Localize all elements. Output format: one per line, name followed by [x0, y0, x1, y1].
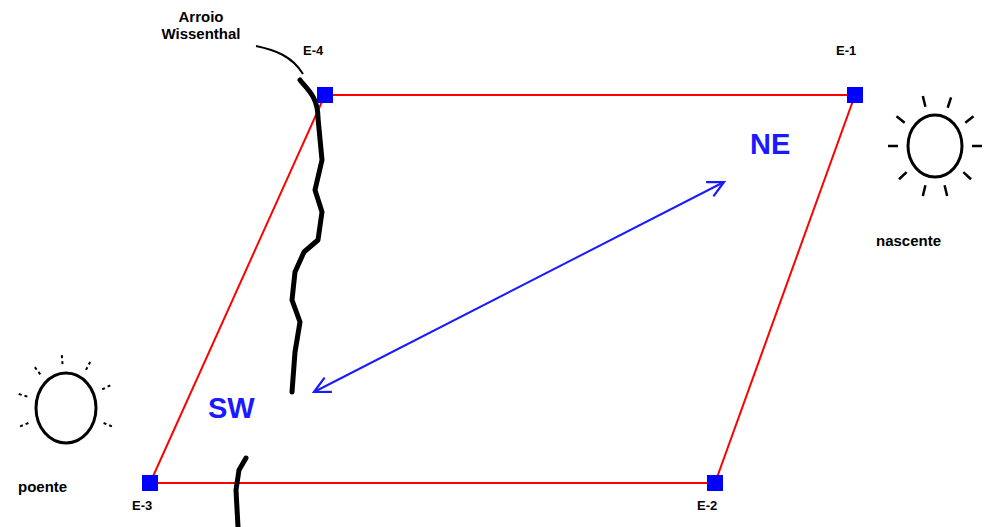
sun-ray [19, 423, 28, 427]
sun-ray [899, 172, 907, 179]
sun-ray [86, 360, 91, 370]
sun-icon [18, 353, 113, 443]
sun-ray [923, 96, 926, 107]
sun-ray [963, 172, 971, 179]
stream [292, 80, 322, 392]
sun-icon [888, 96, 982, 196]
sun-ray [102, 385, 111, 390]
stream-name: Arroio Wissenthal [146, 8, 256, 43]
sun-ray [18, 394, 28, 397]
corner-label: E-4 [303, 44, 323, 59]
stream [236, 458, 246, 527]
sunset-label: poente [18, 478, 67, 495]
leader-line [256, 46, 303, 74]
sun-ray [948, 97, 951, 107]
direction-label: NE [750, 128, 790, 161]
sunrise-label: nascente [876, 232, 941, 249]
sun-ray [34, 366, 40, 374]
sun-ray [945, 185, 948, 196]
corner-label: E-1 [836, 44, 856, 59]
survey-marker [847, 87, 863, 103]
sun-ray [61, 353, 64, 364]
survey-marker [142, 475, 158, 491]
sun-ray [972, 145, 982, 148]
corner-label: E-3 [132, 499, 152, 514]
survey-marker [707, 475, 723, 491]
sun-ray [888, 145, 898, 148]
sun-ray [965, 116, 973, 122]
survey-marker [317, 87, 333, 103]
direction-arrow [314, 182, 724, 392]
property-boundary [150, 95, 855, 483]
sun-ray [104, 423, 113, 427]
direction-label: SW [208, 392, 255, 425]
sun-ray [896, 116, 904, 122]
corner-label: E-2 [697, 499, 717, 514]
sun-ray [923, 185, 926, 196]
